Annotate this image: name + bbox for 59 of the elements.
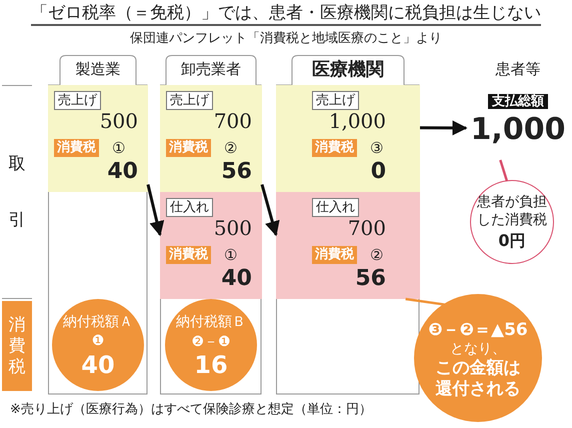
row-header (2, 301, 32, 391)
ledger-block (276, 85, 420, 192)
tax-tag: 消費税 (166, 139, 211, 157)
formula-text: ❸－❷＝▲56 (427, 319, 529, 341)
tax-amount: 56 (221, 159, 252, 184)
arrow (420, 120, 468, 136)
tax-amount: 40 (107, 159, 138, 184)
circled-number: ① (112, 139, 126, 157)
bubble-amount: 0円 (497, 231, 527, 252)
circle-heading: 納付税額Ａ (62, 313, 134, 331)
column-header: 製造業 (74, 60, 122, 79)
tax-amount: 0 (370, 159, 386, 184)
column-panel (48, 55, 148, 395)
circle-heading: 納付税額Ｂ (175, 313, 247, 331)
entry-tag: 売上げ (166, 91, 213, 110)
tax-tag: 消費税 (312, 246, 357, 264)
ledger-block (276, 192, 420, 299)
entry-tag: 売上げ (54, 91, 101, 110)
tax-amount: 40 (221, 266, 252, 291)
circled-number: ③ (370, 139, 384, 157)
tax-tag: 消費税 (312, 139, 357, 157)
tax-amount: 56 (355, 266, 386, 291)
tax-amount: 40 (80, 351, 116, 379)
total-tag: 支払総額 (488, 94, 548, 109)
entry-tag: 仕入れ (166, 198, 213, 217)
entry-tag: 仕入れ (312, 198, 359, 217)
amount-text: 500 (214, 216, 252, 240)
circled-number: ② (224, 139, 238, 157)
formula-text: ❶ (90, 333, 106, 349)
subtitle: 保団連パンフレット「消費税と地域医療のこと」より (130, 31, 442, 46)
total-amount: 1,000 (470, 112, 566, 147)
amount-text: 700 (214, 109, 252, 133)
column-header: 患者等 (494, 60, 542, 79)
amount-text: 500 (100, 109, 138, 133)
ledger-block (48, 85, 148, 192)
callout-text: となり、 (449, 340, 507, 358)
footnote: ※売り上げ（医療行為）はすべて保険診療と想定（単位：円） (10, 401, 372, 418)
formula-text: ❷－❶ (190, 333, 232, 351)
circled-number: ② (370, 246, 384, 264)
amount-text: 700 (348, 216, 386, 240)
ledger-block (160, 192, 262, 299)
leader-line (499, 160, 508, 182)
column-panel (160, 55, 262, 395)
column-header: 医療機関 (311, 58, 385, 81)
title: 「ゼロ税率（＝免税）」では、患者・医療機関に税負担は生じない (31, 2, 541, 26)
column-header: 卸売業者 (180, 60, 242, 79)
row-title: 取引 (8, 153, 26, 232)
bubble-text: 患者が負担した消費税 (477, 193, 547, 229)
row-title: 消費税 (8, 314, 26, 378)
circled-number: ① (224, 246, 238, 264)
tax-amount: 16 (193, 351, 229, 379)
tax-tag: 消費税 (54, 139, 99, 157)
callout-text: この金額は還付される (434, 358, 522, 400)
entry-tag: 売上げ (312, 91, 359, 110)
amount-text: 1,000 (328, 109, 386, 133)
leader-line (405, 298, 445, 306)
ledger-block (160, 85, 262, 192)
column-panel (276, 55, 420, 395)
tax-tag: 消費税 (166, 246, 211, 264)
